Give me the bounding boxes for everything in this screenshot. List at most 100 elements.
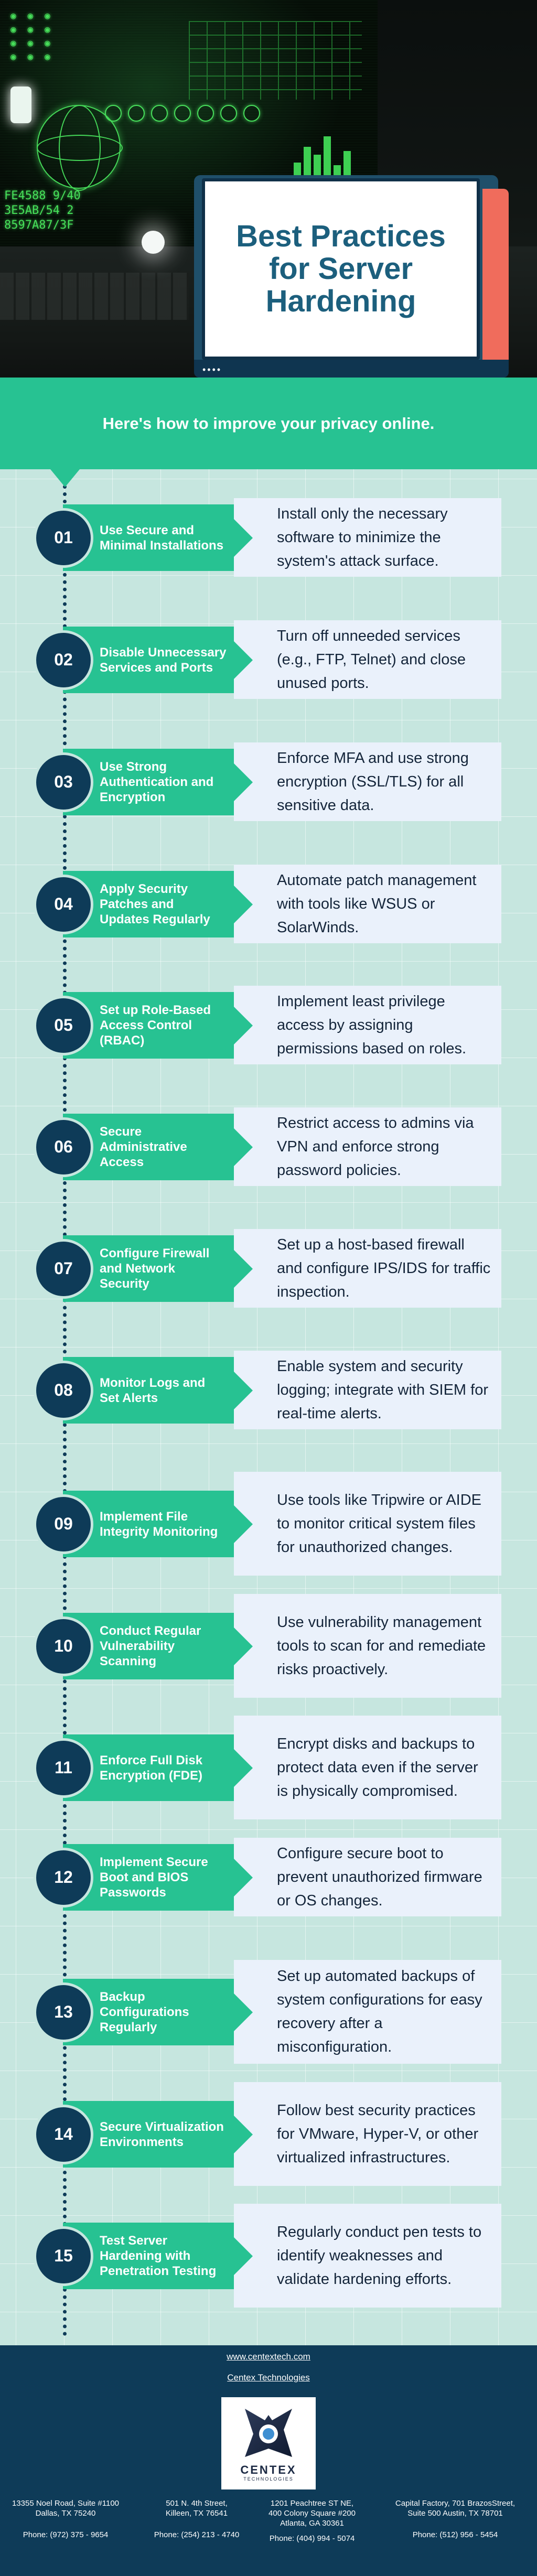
step-item: Encrypt disks and backups to protect dat… bbox=[0, 1716, 537, 1819]
step-description-card: Turn off unneeded services (e.g., FTP, T… bbox=[234, 620, 501, 699]
subtitle-banner: Here's how to improve your privacy onlin… bbox=[0, 378, 537, 487]
globe-graphic bbox=[37, 105, 123, 191]
step-number-badge: 02 bbox=[34, 630, 93, 690]
office-phone: Phone: (404) 994 - 5074 bbox=[269, 2534, 355, 2543]
step-arrow-notch bbox=[234, 2237, 253, 2275]
step-number-badge: 10 bbox=[34, 1616, 93, 1676]
step-description: Regularly conduct pen tests to identify … bbox=[277, 2223, 482, 2288]
step-item: Implement least privilege access by assi… bbox=[0, 986, 537, 1064]
step-description-card: Follow best security practices for VMwar… bbox=[234, 2082, 501, 2186]
step-description-card: Install only the necessary software to m… bbox=[234, 498, 501, 577]
step-arrow-notch bbox=[234, 885, 253, 923]
step-item: Configure secure boot to prevent unautho… bbox=[0, 1838, 537, 1916]
step-description-card: Encrypt disks and backups to protect dat… bbox=[234, 1716, 501, 1819]
hero-background-screen: ◉ ◉ ◉ ◉ ◉ ◉ ◉ ◉ ◉ ◉ ◉ ◉ FE4588 9/40 3E5A… bbox=[0, 0, 378, 246]
step-number-badge: 03 bbox=[34, 752, 93, 812]
office-address: 1201 Peachtree ST NE, 400 Colony Square … bbox=[268, 2499, 356, 2528]
step-number-badge: 04 bbox=[34, 874, 93, 934]
step-description: Enable system and security logging; inte… bbox=[277, 1357, 488, 1422]
laptop-screen: Best Practices for Server Hardening bbox=[202, 178, 480, 360]
step-number-badge: 14 bbox=[34, 2104, 93, 2164]
step-description: Set up automated backups of system confi… bbox=[277, 1968, 482, 2055]
banner-pointer bbox=[50, 469, 80, 487]
company-logo: CENTEX TECHNOLOGIES bbox=[221, 2397, 316, 2489]
step-title-panel: Implement Secure Boot and BIOS Passwords bbox=[63, 1844, 234, 1911]
step-number-badge: 07 bbox=[34, 1238, 93, 1299]
step-description-card: Enable system and security logging; inte… bbox=[234, 1351, 501, 1429]
step-item: Restrict access to admins via VPN and en… bbox=[0, 1107, 537, 1186]
laptop-base bbox=[194, 360, 509, 378]
step-item: Follow best security practices for VMwar… bbox=[0, 2082, 537, 2186]
laptop-dots: •••• bbox=[202, 364, 222, 375]
step-item: Turn off unneeded services (e.g., FTP, T… bbox=[0, 620, 537, 699]
step-arrow-notch bbox=[234, 1006, 253, 1044]
step-title: Backup Configurations Regularly bbox=[100, 1990, 189, 2034]
step-description: Enforce MFA and use strong encryption (S… bbox=[277, 749, 469, 814]
step-title: Implement Secure Boot and BIOS Passwords bbox=[100, 1855, 208, 1900]
step-arrow-notch bbox=[234, 641, 253, 679]
step-title-panel: Secure Virtualization Environments bbox=[63, 2101, 234, 2168]
step-arrow-notch bbox=[234, 2115, 253, 2153]
step-number-badge: 05 bbox=[34, 995, 93, 1055]
step-description-card: Set up automated backups of system confi… bbox=[234, 1960, 501, 2064]
office-killeen: 501 N. 4th Street, Killeen, TX 76541 Pho… bbox=[134, 2498, 260, 2540]
company-link[interactable]: Centex Technologies bbox=[227, 2373, 310, 2383]
step-number-badge: 09 bbox=[34, 1494, 93, 1554]
step-arrow-notch bbox=[234, 1249, 253, 1288]
step-description-card: Use tools like Tripwire or AIDE to monit… bbox=[234, 1472, 501, 1576]
office-dallas: 13355 Noel Road, Suite #1100 Dallas, TX … bbox=[3, 2498, 128, 2540]
step-description: Restrict access to admins via VPN and en… bbox=[277, 1114, 474, 1179]
step-title: Test Server Hardening with Penetration T… bbox=[100, 2234, 217, 2278]
step-title: Use Secure and Minimal Installations bbox=[100, 523, 224, 553]
office-phone: Phone: (512) 956 - 5454 bbox=[412, 2530, 498, 2539]
step-title: Secure Virtualization Environments bbox=[100, 2119, 224, 2149]
step-title: Set up Role-Based Access Control (RBAC) bbox=[100, 1003, 211, 1048]
step-description: Follow best security practices for VMwar… bbox=[277, 2101, 479, 2166]
step-description-card: Configure secure boot to prevent unautho… bbox=[234, 1838, 501, 1916]
step-description: Implement least privilege access by assi… bbox=[277, 993, 467, 1057]
step-item: Automate patch management with tools lik… bbox=[0, 865, 537, 943]
step-item: Enable system and security logging; inte… bbox=[0, 1351, 537, 1429]
website-link[interactable]: www.centextech.com bbox=[227, 2352, 310, 2362]
step-arrow-notch bbox=[234, 1627, 253, 1665]
steps-section: Install only the necessary software to m… bbox=[0, 469, 537, 2345]
screen-circle-row bbox=[105, 105, 266, 124]
keyboard-image bbox=[0, 273, 189, 320]
step-description-card: Use vulnerability management tools to sc… bbox=[234, 1594, 501, 1698]
office-address: 13355 Noel Road, Suite #1100 Dallas, TX … bbox=[12, 2499, 120, 2518]
footer: www.centextech.com Centex Technologies C… bbox=[0, 2345, 537, 2576]
step-description-card: Enforce MFA and use strong encryption (S… bbox=[234, 742, 501, 821]
step-number-badge: 12 bbox=[34, 1847, 93, 1907]
step-item: Use vulnerability management tools to sc… bbox=[0, 1594, 537, 1698]
office-atlanta: 1201 Peachtree ST NE, 400 Colony Square … bbox=[249, 2498, 375, 2543]
step-description: Encrypt disks and backups to protect dat… bbox=[277, 1735, 478, 1799]
laptop-accent-edge bbox=[482, 189, 509, 367]
step-description-card: Implement least privilege access by assi… bbox=[234, 986, 501, 1064]
step-title: Conduct Regular Vulnerability Scanning bbox=[100, 1624, 201, 1668]
step-item: Set up automated backups of system confi… bbox=[0, 1960, 537, 2064]
page-title: Best Practices for Server Hardening bbox=[236, 219, 446, 318]
hero-section: ◉ ◉ ◉ ◉ ◉ ◉ ◉ ◉ ◉ ◉ ◉ ◉ FE4588 9/40 3E5A… bbox=[0, 0, 537, 378]
step-item: Regularly conduct pen tests to identify … bbox=[0, 2204, 537, 2308]
step-description: Configure secure boot to prevent unautho… bbox=[277, 1845, 482, 1909]
step-arrow-notch bbox=[234, 1993, 253, 2031]
step-description-card: Set up a host-based firewall and configu… bbox=[234, 1229, 501, 1308]
step-item: Use tools like Tripwire or AIDE to monit… bbox=[0, 1472, 537, 1576]
step-arrow-notch bbox=[234, 1858, 253, 1896]
step-number-badge: 08 bbox=[34, 1360, 93, 1420]
step-arrow-notch bbox=[234, 1749, 253, 1787]
office-address: Capital Factory, 701 BrazosStreet, Suite… bbox=[395, 2499, 515, 2518]
office-address: 501 N. 4th Street, Killeen, TX 76541 bbox=[165, 2499, 228, 2518]
step-number-badge: 11 bbox=[34, 1738, 93, 1798]
step-description-card: Regularly conduct pen tests to identify … bbox=[234, 2204, 501, 2308]
step-title-panel: Set up Role-Based Access Control (RBAC) bbox=[63, 992, 234, 1059]
office-austin: Capital Factory, 701 BrazosStreet, Suite… bbox=[377, 2498, 534, 2540]
step-description: Use vulnerability management tools to sc… bbox=[277, 1613, 486, 1678]
step-title: Disable Unnecessary Services and Ports bbox=[100, 645, 227, 675]
step-title: Monitor Logs and Set Alerts bbox=[100, 1375, 206, 1405]
step-title: Secure Administrative Access bbox=[100, 1125, 187, 1169]
step-number-badge: 15 bbox=[34, 2226, 93, 2286]
step-item: Enforce MFA and use strong encryption (S… bbox=[0, 742, 537, 821]
step-item: Set up a host-based firewall and configu… bbox=[0, 1229, 537, 1308]
office-phone: Phone: (972) 375 - 9654 bbox=[23, 2530, 109, 2539]
